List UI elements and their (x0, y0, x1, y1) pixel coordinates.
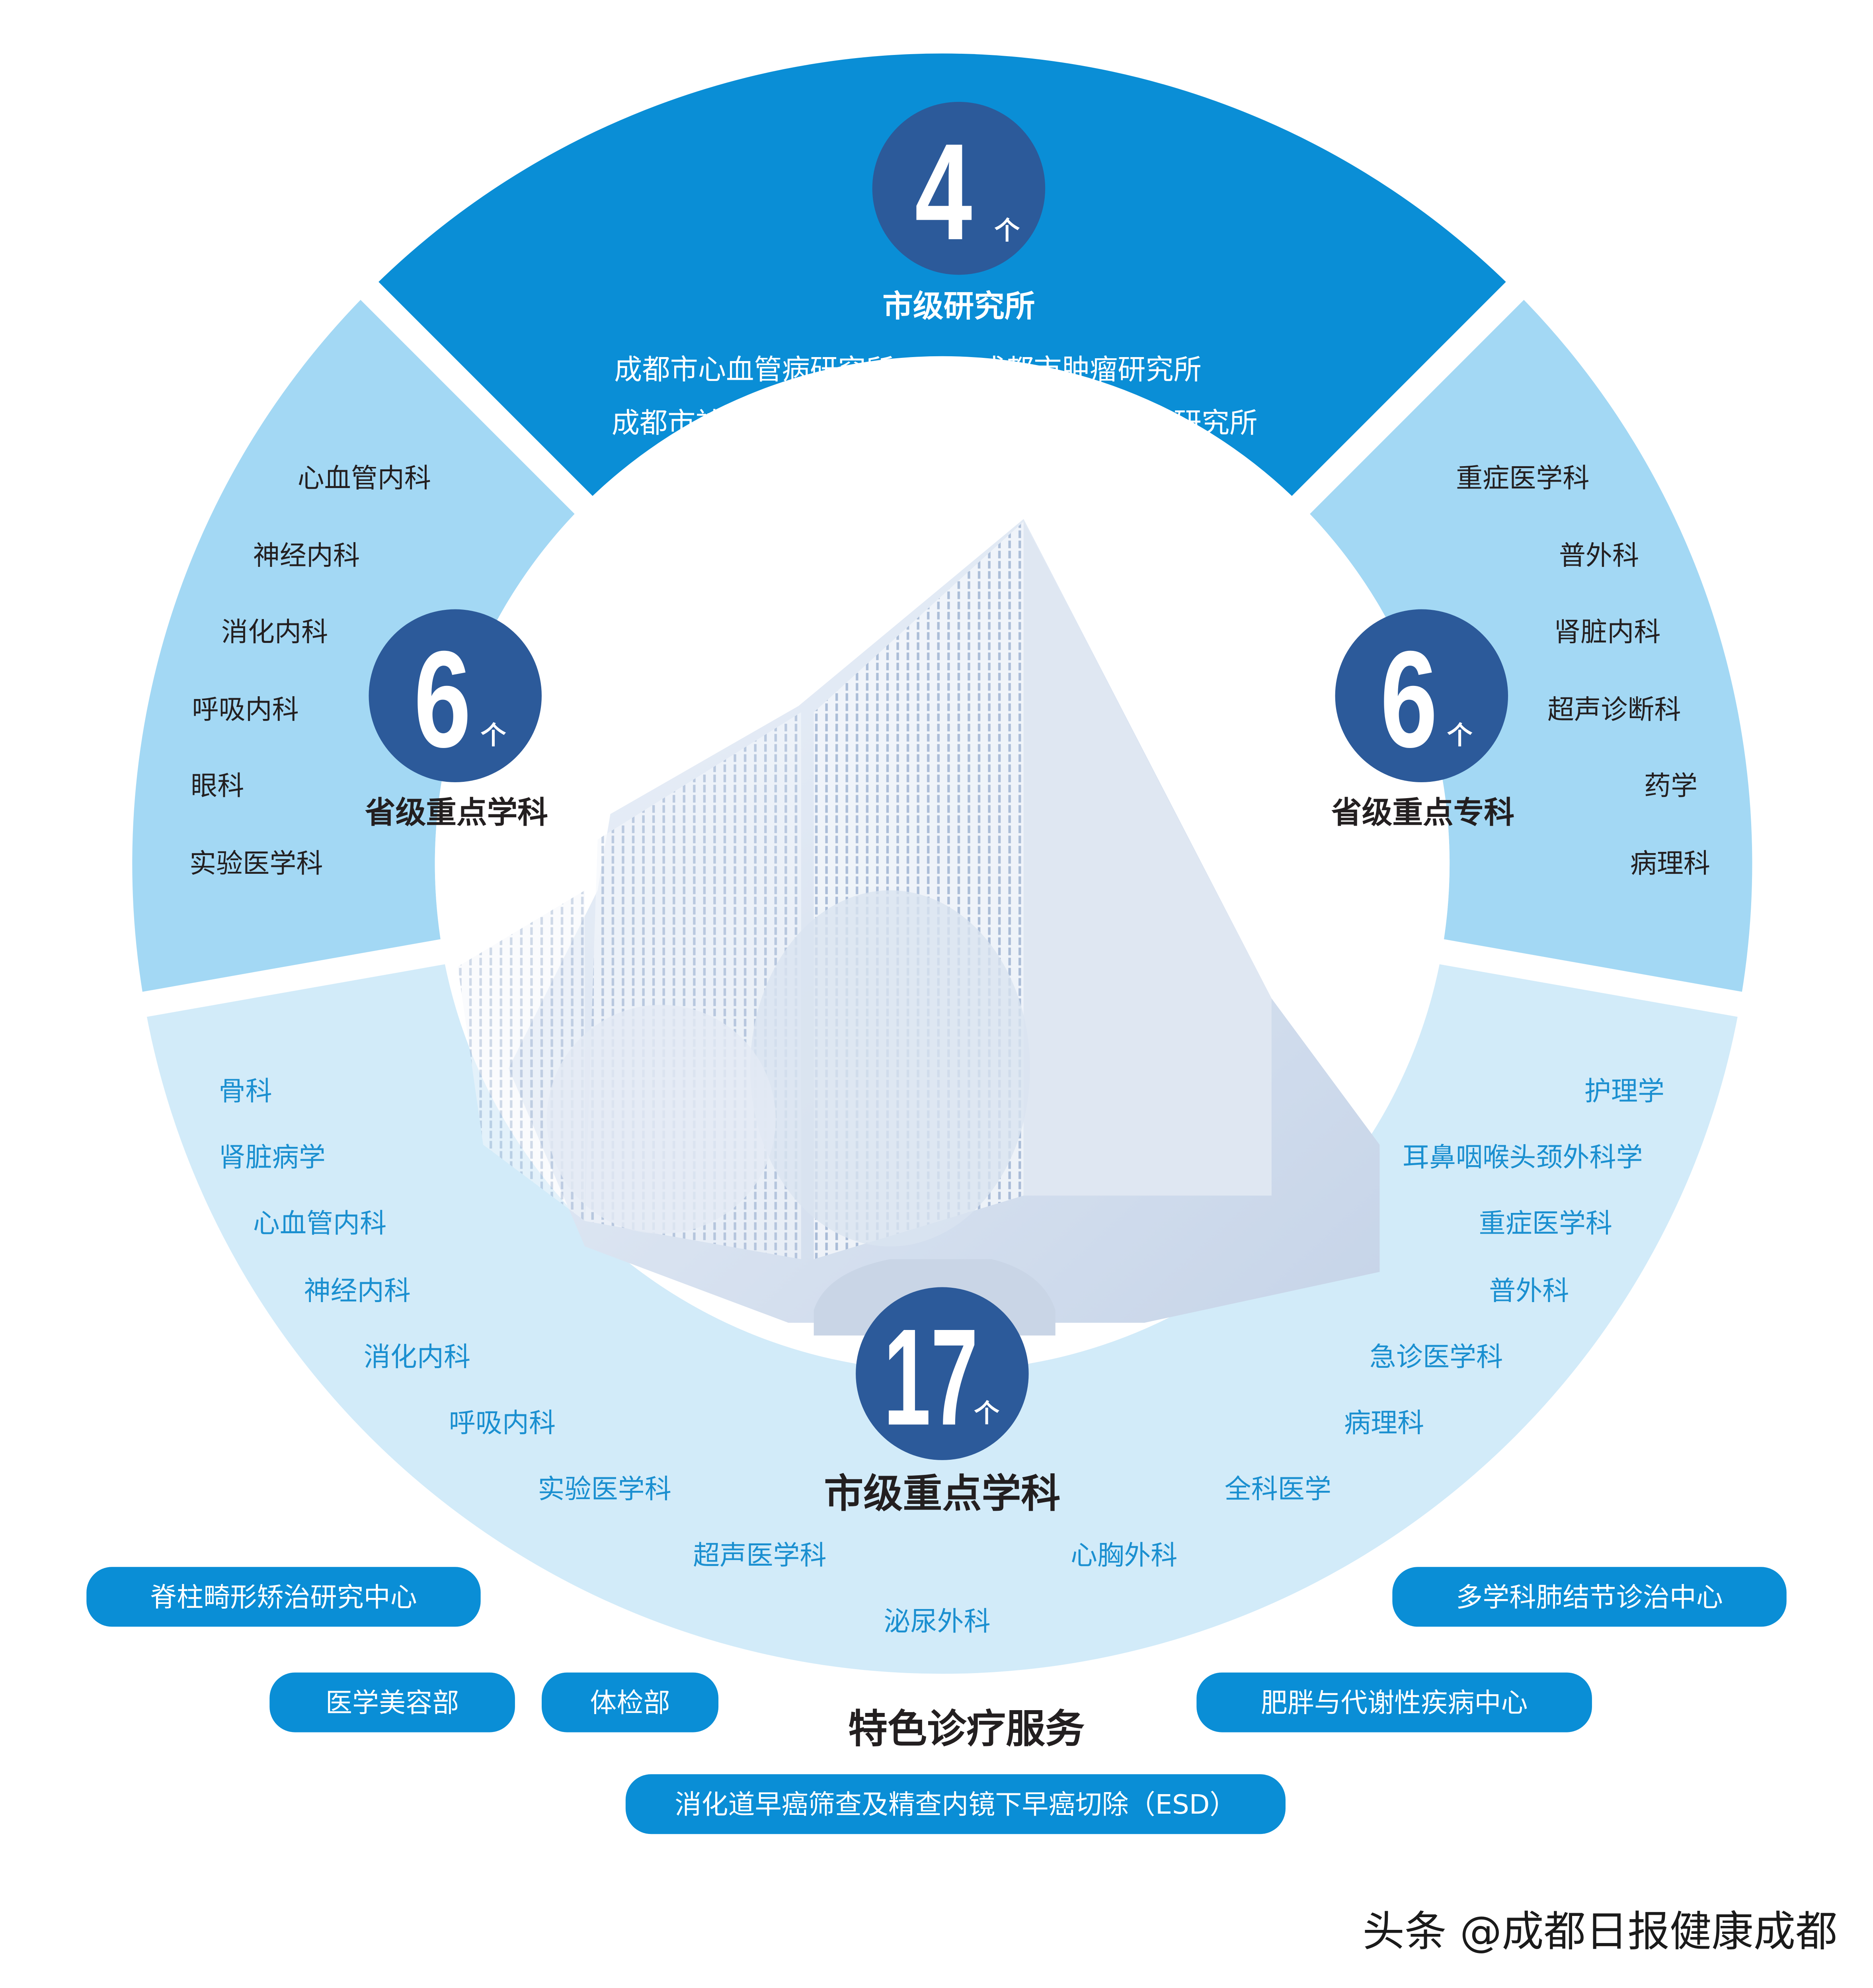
right-badge: 6 个 (1335, 609, 1508, 783)
list-item: 急诊医学科 (1370, 1341, 1503, 1372)
hospital-building-image (458, 519, 1380, 1336)
list-item: 普外科 (1489, 1275, 1569, 1306)
list-item: 消化内科 (221, 616, 328, 647)
right-unit: 个 (1447, 721, 1473, 750)
pill-label: 医学美容部 (326, 1687, 459, 1718)
pill-label: 多学科肺结节诊治中心 (1456, 1582, 1723, 1613)
institute-item: 成都市神经疾病研究所 (612, 406, 892, 439)
list-item: 实验医学科 (538, 1474, 671, 1505)
service-pill[interactable]: 体检部 (542, 1672, 719, 1732)
list-item: 心血管内科 (253, 1208, 386, 1239)
pill-label: 消化道早癌筛查及精查内镜下早癌切除（ESD） (675, 1789, 1236, 1820)
service-pill[interactable]: 多学科肺结节诊治中心 (1392, 1567, 1787, 1627)
pill-label: 体检部 (590, 1687, 670, 1718)
service-pill[interactable]: 肥胖与代谢性疾病中心 (1196, 1672, 1592, 1732)
list-item: 耳鼻咽喉头颈外科学 (1403, 1142, 1643, 1173)
right-sector (1301, 291, 1752, 1004)
top-unit: 个 (994, 216, 1020, 246)
list-item: 呼吸内科 (192, 694, 299, 725)
institute-item: 成都市肿瘤研究所 (978, 353, 1202, 386)
list-item: 重症医学科 (1479, 1208, 1612, 1239)
left-title: 省级重点学科 (365, 795, 548, 830)
top-badge: 4 个 (872, 102, 1046, 275)
pill-background (625, 1774, 1286, 1834)
list-item: 骨科 (219, 1076, 272, 1107)
list-item: 护理学 (1584, 1076, 1664, 1107)
bottom-count: 17 (884, 1300, 978, 1454)
list-item: 病理科 (1630, 848, 1710, 879)
left-sector (132, 291, 583, 1004)
list-item: 眼科 (191, 770, 244, 801)
list-item: 重症医学科 (1456, 463, 1589, 494)
list-item: 病理科 (1344, 1408, 1424, 1439)
services-title: 特色诊疗服务 (848, 1706, 1085, 1752)
bottom-ring-sector (144, 951, 1740, 1674)
left-count: 6 (414, 622, 471, 776)
list-item: 消化内科 (364, 1341, 470, 1372)
right-title: 省级重点专科 (1331, 795, 1514, 830)
list-item: 神经内科 (304, 1275, 411, 1306)
top-title: 市级研究所 (882, 289, 1035, 324)
left-badge: 6 个 (369, 609, 542, 783)
list-item: 泌尿外科 (884, 1606, 990, 1637)
list-item: 实验医学科 (189, 848, 323, 879)
list-item: 药学 (1644, 770, 1697, 801)
institute-item: 成都市呼吸健康研究所 (978, 406, 1258, 439)
list-item: 肾脏内科 (1554, 616, 1660, 647)
pill-background (86, 1567, 481, 1627)
pill-background (542, 1672, 719, 1732)
right-count: 6 (1380, 622, 1438, 776)
list-item: 神经内科 (253, 540, 360, 571)
pill-label: 脊柱畸形矫治研究中心 (150, 1582, 417, 1613)
list-item: 全科医学 (1225, 1474, 1331, 1505)
pill-label: 肥胖与代谢性疾病中心 (1261, 1687, 1528, 1718)
list-item: 超声医学科 (693, 1540, 826, 1571)
watermark: 头条 @成都日报健康成都 (1363, 1907, 1838, 1956)
list-item: 肾脏病学 (219, 1142, 326, 1173)
pill-background (269, 1672, 515, 1732)
service-pill[interactable]: 消化道早癌筛查及精查内镜下早癌切除（ESD） (625, 1774, 1286, 1834)
top-count: 4 (915, 115, 973, 269)
list-item: 呼吸内科 (449, 1408, 556, 1439)
bottom-title: 市级重点学科 (824, 1471, 1060, 1517)
left-unit: 个 (481, 721, 506, 750)
pill-background (1392, 1567, 1787, 1627)
list-item: 心胸外科 (1071, 1540, 1177, 1571)
list-item: 超声诊断科 (1547, 694, 1681, 725)
pill-background (1196, 1672, 1592, 1732)
service-pill[interactable]: 脊柱畸形矫治研究中心 (86, 1567, 481, 1627)
list-item: 普外科 (1559, 540, 1639, 571)
list-item: 心血管内科 (298, 463, 431, 494)
bottom-unit: 个 (974, 1399, 999, 1428)
service-pill[interactable]: 医学美容部 (269, 1672, 515, 1732)
bottom-badge: 17 个 (856, 1287, 1029, 1460)
institute-item: 成都市心血管病研究所 (614, 353, 894, 386)
